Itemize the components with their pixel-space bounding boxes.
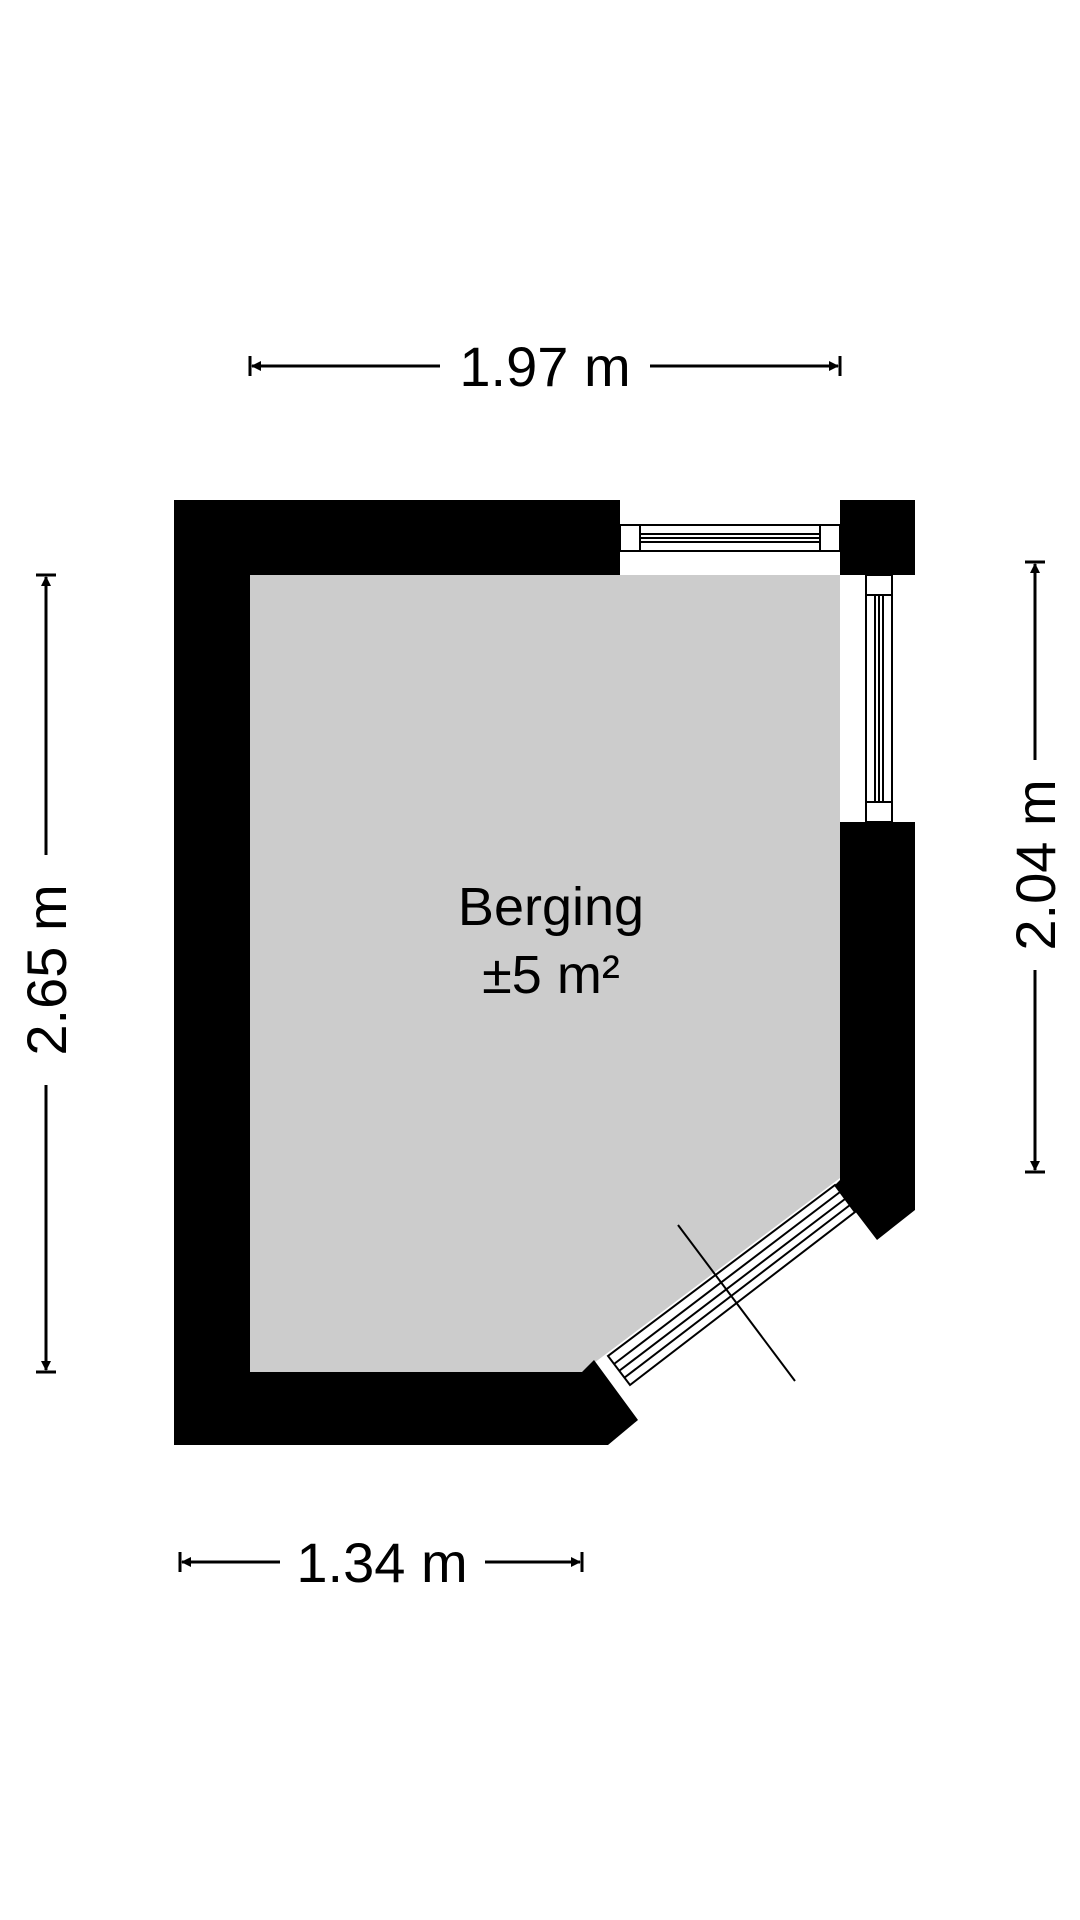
dimension-top-label: 1.97 m bbox=[459, 335, 630, 398]
room-floor bbox=[250, 575, 840, 1372]
dimension-right bbox=[1025, 560, 1045, 1174]
dimension-bottom bbox=[178, 1552, 584, 1572]
wall-corner-pillar bbox=[840, 500, 915, 575]
dimension-top bbox=[248, 356, 842, 376]
walls bbox=[174, 500, 915, 1445]
window-right bbox=[865, 574, 893, 823]
room-name: Berging bbox=[458, 877, 644, 937]
room-area: ±5 m² bbox=[482, 945, 620, 1005]
door-diagonal bbox=[606, 1183, 857, 1387]
wall-top bbox=[174, 500, 638, 1445]
wall-right bbox=[835, 822, 915, 1240]
dimension-right-label: 2.04 m bbox=[1004, 779, 1067, 950]
dimension-bottom-label: 1.34 m bbox=[296, 1531, 467, 1594]
dimension-left-label: 2.65 m bbox=[15, 884, 78, 1055]
window-top bbox=[619, 524, 841, 552]
dimension-left bbox=[36, 573, 56, 1374]
